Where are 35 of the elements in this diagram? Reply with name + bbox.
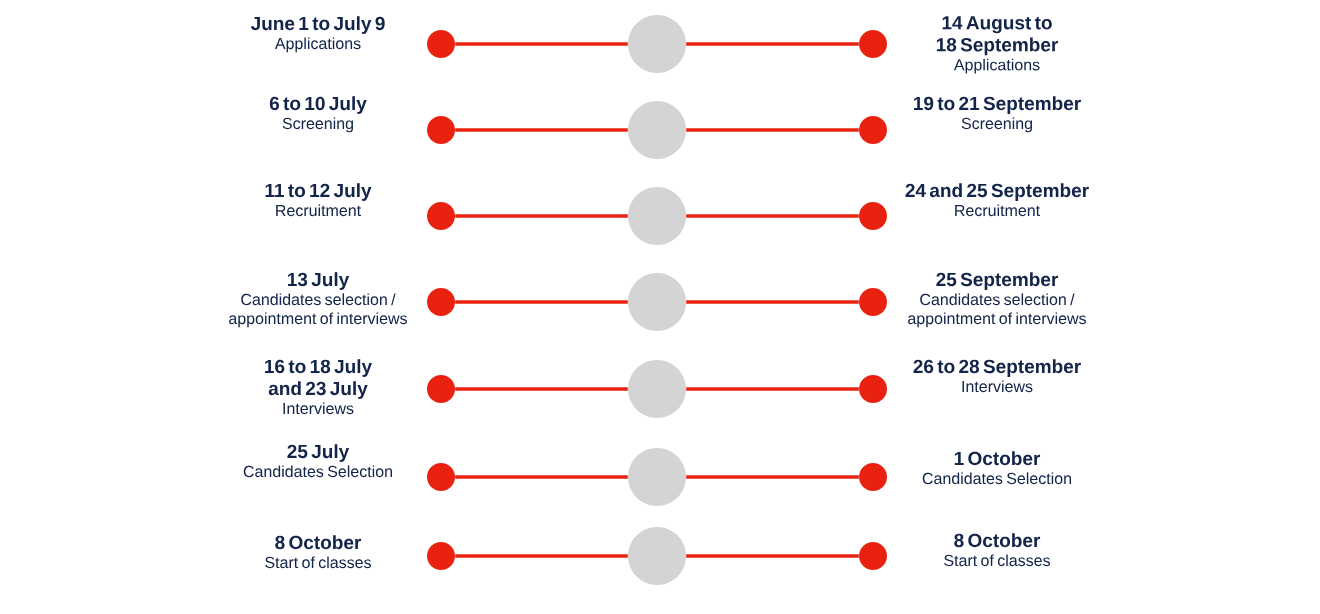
connector-line bbox=[455, 475, 628, 479]
date-label: 1 October Candidates Selection bbox=[922, 451, 1071, 485]
milestone-circle bbox=[628, 273, 686, 331]
date-label: 13 July Candidates selection / appointment of interviews bbox=[229, 272, 407, 328]
milestone-circle bbox=[628, 360, 686, 418]
connector-line bbox=[686, 42, 859, 46]
date-label: 19 to 21 September Screening bbox=[914, 96, 1081, 133]
connector-line bbox=[686, 214, 859, 218]
date-label: 26 to 28 September Interviews bbox=[913, 359, 1081, 393]
date-label: 8 October Start of classes bbox=[265, 535, 371, 569]
milestone-circle bbox=[628, 448, 686, 506]
connector-line bbox=[455, 387, 628, 391]
milestone-circle bbox=[628, 101, 686, 159]
connector-line bbox=[686, 475, 859, 479]
date-label: 25 September Candidates selection / appointment of interviews bbox=[908, 272, 1086, 328]
connector-line bbox=[686, 554, 859, 558]
milestone-circle bbox=[628, 527, 686, 585]
connector-line bbox=[455, 214, 628, 218]
date-label: 14 August to 18 September Applications bbox=[936, 16, 1059, 74]
connector-line bbox=[455, 300, 628, 304]
milestone-circle bbox=[628, 15, 686, 73]
date-label: 11 to 12 July Recruitment bbox=[265, 183, 372, 217]
date-label: June 1 to July 9 Applications bbox=[250, 16, 385, 53]
milestone-circle bbox=[628, 187, 686, 245]
connector-line bbox=[455, 42, 628, 46]
connector-line bbox=[686, 387, 859, 391]
connector-line bbox=[455, 554, 628, 558]
date-label: 24 and 25 September Recruitment bbox=[905, 183, 1089, 217]
date-label: 6 to 10 July Screening bbox=[269, 96, 367, 133]
connector-line bbox=[686, 128, 859, 132]
date-label: 25 July Candidates Selection bbox=[243, 444, 392, 478]
date-label: 16 to 18 July and 23 July Interviews bbox=[265, 359, 372, 415]
date-label: 8 October Start of classes bbox=[944, 533, 1050, 567]
connector-line bbox=[686, 300, 859, 304]
connector-line bbox=[455, 128, 628, 132]
